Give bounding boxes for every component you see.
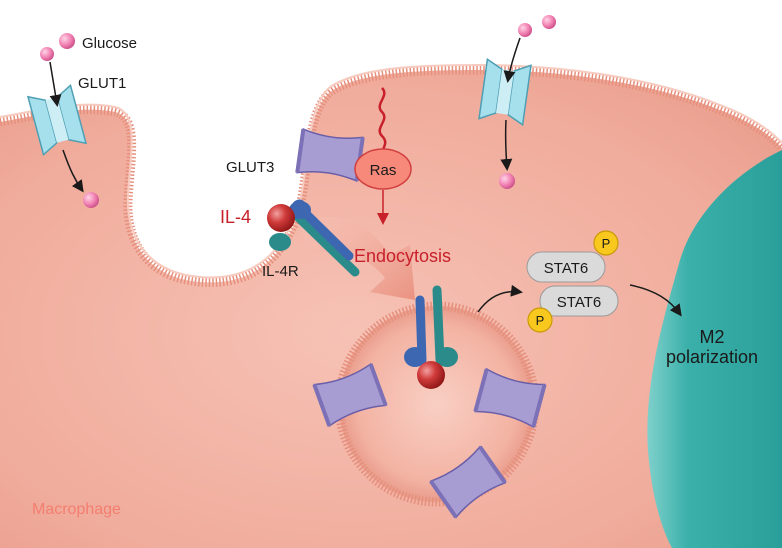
il4-ligand-icon (267, 204, 295, 232)
il4-ligand-icon (417, 361, 445, 389)
glut3-transporter-icon (295, 127, 365, 183)
nucleus (647, 150, 782, 548)
glut3-transporter-icon (429, 445, 507, 519)
stat6-bottom-label: STAT6 (557, 294, 601, 311)
cell-cytoplasm (0, 70, 782, 548)
il4-label: IL-4 (220, 207, 251, 227)
phosphate-icon: P (593, 230, 619, 256)
phosphate-top-label: P (602, 236, 611, 251)
stat6-top-label: STAT6 (544, 260, 588, 277)
ras-label: Ras (370, 162, 397, 179)
il4r-label: IL-4R (262, 263, 299, 280)
glut3-transporter-icon (473, 367, 547, 429)
glut3-transporter-icon (312, 362, 388, 428)
phosphate-bottom-label: P (536, 313, 545, 328)
ras-protein (354, 148, 412, 190)
stat6-bottom: STAT6 (539, 285, 619, 317)
glut3-label: GLUT3 (226, 159, 274, 176)
glucose-label: Glucose (82, 35, 137, 52)
glut1-label: GLUT1 (78, 75, 126, 92)
macrophage-label: Macrophage (32, 501, 121, 518)
m2-label-line1: M2 (699, 327, 724, 347)
phosphate-icon: P (527, 307, 553, 333)
il4-receptor-icon (404, 285, 458, 367)
stat6-top: STAT6 (526, 251, 606, 283)
endocytosis-label: Endocytosis (354, 246, 451, 266)
m2-label-line2: polarization (666, 347, 758, 367)
glut1-transporter-icon (26, 83, 88, 157)
ras-anchor (378, 87, 387, 151)
